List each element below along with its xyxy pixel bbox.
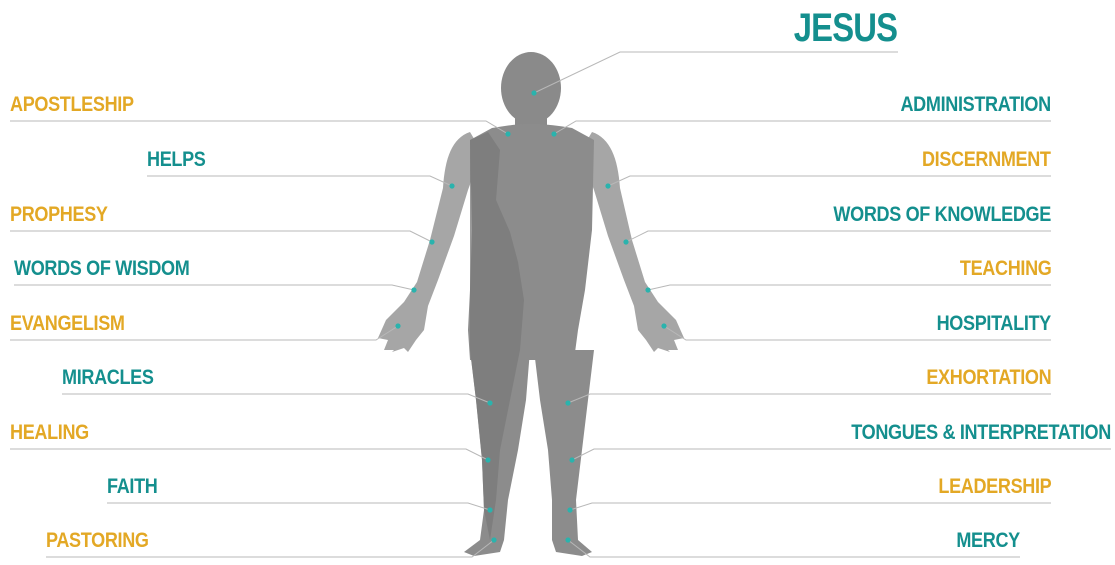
point-dot — [395, 323, 400, 328]
gift-label: ADMINISTRATION — [901, 93, 1051, 117]
point-dot — [661, 323, 666, 328]
leader-line — [572, 449, 1111, 460]
point-dot — [487, 507, 492, 512]
point-dot — [429, 239, 434, 244]
leader-line — [608, 176, 1051, 186]
point-dot — [605, 183, 610, 188]
gift-label: TEACHING — [959, 257, 1051, 281]
point-dot — [623, 239, 628, 244]
gift-label: MERCY — [956, 529, 1020, 553]
point-dot — [531, 90, 536, 95]
point-dot — [487, 400, 492, 405]
leader-line — [626, 231, 1051, 242]
leader-line — [10, 449, 488, 460]
point-dot — [485, 457, 490, 462]
point-dot — [491, 537, 496, 542]
leader-line — [570, 503, 1051, 510]
gift-label: PROPHESY — [10, 203, 108, 227]
human-figure — [378, 52, 684, 556]
leader-line — [10, 231, 432, 242]
gift-label: HELPS — [147, 148, 205, 172]
point-dot — [567, 507, 572, 512]
point-dot — [565, 400, 570, 405]
gift-label: DISCERNMENT — [922, 148, 1051, 172]
gift-label: WORDS OF WISDOM — [14, 257, 189, 281]
point-dot — [449, 183, 454, 188]
leader-line — [14, 285, 414, 290]
leader-line — [534, 52, 898, 93]
point-dot — [569, 457, 574, 462]
gift-label: MIRACLES — [62, 366, 154, 390]
leader-line — [147, 176, 452, 186]
gift-label: PASTORING — [46, 529, 149, 553]
leader-line — [554, 121, 1051, 134]
figure-right-arm — [580, 132, 684, 352]
point-dot — [411, 287, 416, 292]
leader-line — [62, 394, 490, 403]
gift-label: EXHORTATION — [926, 366, 1051, 390]
leader-line — [568, 540, 1020, 557]
title-jesus: JESUS — [794, 6, 897, 50]
gift-label: WORDS OF KNOWLEDGE — [833, 203, 1051, 227]
gift-label: FAITH — [107, 475, 157, 499]
leader-line — [10, 121, 508, 134]
gift-label: LEADERSHIP — [938, 475, 1051, 499]
point-dot — [565, 537, 570, 542]
gift-label: EVANGELISM — [10, 312, 125, 336]
gift-label: APOSTLESHIP — [10, 93, 134, 117]
point-dot — [551, 131, 556, 136]
gift-label: TONGUES & INTERPRETATION — [851, 421, 1111, 445]
gift-label: HEALING — [10, 421, 89, 445]
point-dot — [645, 287, 650, 292]
leader-line — [107, 503, 490, 510]
gift-label: HOSPITALITY — [937, 312, 1051, 336]
leader-line — [648, 285, 1051, 290]
leader-line — [568, 394, 1051, 403]
point-dot — [505, 131, 510, 136]
